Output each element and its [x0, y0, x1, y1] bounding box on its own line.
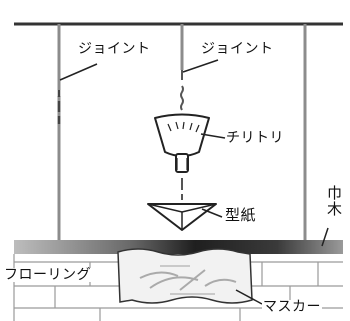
dustpan-label: チリトリ [226, 130, 284, 146]
baseboard-leader [321, 227, 329, 247]
baseboard-label: 巾 木 [327, 184, 343, 218]
funnel-triangle-icon [147, 203, 217, 231]
dustpan-leader [200, 133, 226, 139]
dustpan-icon [154, 113, 210, 173]
pattern-leader [201, 208, 223, 218]
joint-right-leader [182, 59, 219, 73]
masking-sheet [117, 248, 253, 304]
baseboard-label-char2: 木 [327, 199, 343, 218]
masking-leader [235, 289, 263, 305]
pattern-label: 型紙 [225, 206, 257, 224]
joint-label-right: ジョイント [201, 41, 274, 57]
flooring-label: フローリング [3, 267, 92, 283]
baseboard-label-char1: 巾 [327, 184, 343, 202]
joint-seam-center [180, 70, 184, 200]
masking-label: マスカー [262, 299, 322, 315]
joint-label-left: ジョイント [78, 41, 151, 57]
baseboard [14, 240, 343, 254]
joint-left-leader [59, 63, 98, 81]
